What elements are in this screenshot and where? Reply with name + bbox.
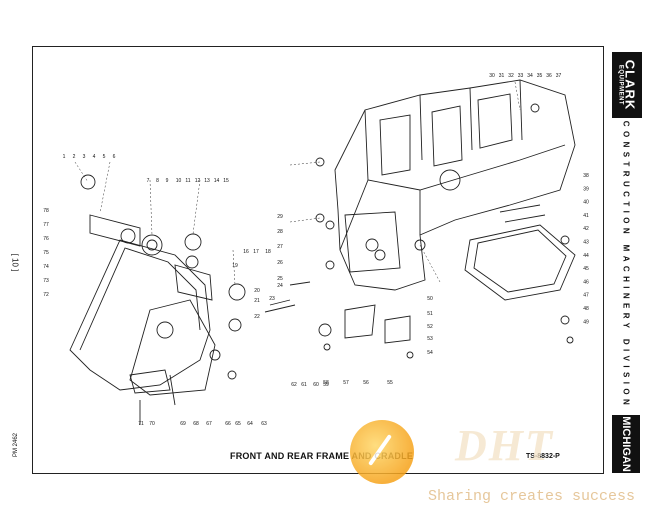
callout-11: 11: [185, 178, 190, 184]
callout-76: 76: [43, 236, 49, 242]
page-number: [ 10 ]: [10, 253, 20, 272]
figure-title: FRONT AND REAR FRAME AND CRADLE: [230, 451, 414, 461]
callout-68: 68: [193, 421, 199, 427]
cradle-plate: [464, 224, 576, 301]
callout-42: 42: [583, 226, 589, 232]
callout-48: 48: [583, 306, 589, 312]
callout-19: 19: [232, 263, 238, 269]
callout-36: 36: [546, 73, 552, 79]
callout-58: 58: [323, 380, 329, 386]
rear-frame-body: [334, 79, 576, 291]
callout-29: 29: [277, 214, 283, 220]
callout-41: 41: [583, 213, 589, 219]
callout-20: 20: [254, 288, 260, 294]
callout-56: 56: [363, 380, 369, 386]
front-frame-arm: [69, 239, 211, 391]
callout-17: 17: [253, 249, 259, 255]
callout-30: 30: [489, 73, 495, 79]
callout-40: 40: [583, 200, 589, 206]
callout-66: 66: [225, 421, 231, 427]
callout-5: 5: [103, 154, 106, 160]
callout-10: 10: [176, 178, 182, 184]
callout-59: 59: [323, 382, 329, 388]
callout-43: 43: [583, 240, 589, 246]
callout-23: 23: [269, 296, 275, 302]
callout-62: 62: [291, 382, 297, 388]
callout-34: 34: [527, 73, 533, 79]
drawing-frame: [32, 46, 604, 474]
watermark-tagline: Sharing creates success: [428, 488, 636, 505]
division-label: CONSTRUCTION MACHINERY DIVISION: [621, 120, 631, 410]
callout-2: 2: [73, 154, 76, 160]
callout-9: 9: [166, 178, 169, 184]
callout-51: 51: [427, 311, 433, 317]
callout-14: 14: [214, 178, 220, 184]
callout-67: 67: [206, 421, 212, 427]
callout-15: 15: [223, 178, 229, 184]
callout-46: 46: [583, 279, 589, 285]
callout-26: 26: [277, 260, 283, 266]
callout-8: 8: [156, 178, 159, 184]
callout-64: 64: [247, 421, 253, 427]
callout-6: 6: [113, 154, 116, 160]
callout-47: 47: [583, 293, 589, 299]
callout-77: 77: [43, 222, 49, 228]
callout-61: 61: [301, 382, 307, 388]
callout-21: 21: [254, 298, 260, 304]
callout-3: 3: [83, 154, 86, 160]
callout-55: 55: [387, 380, 393, 386]
callout-74: 74: [43, 264, 49, 270]
callout-39: 39: [583, 186, 589, 192]
callout-37: 37: [556, 73, 562, 79]
callout-12: 12: [195, 178, 201, 184]
callout-24: 24: [277, 283, 283, 289]
michigan-badge: MICHIGAN: [612, 415, 640, 473]
callout-4: 4: [93, 154, 96, 160]
callout-1: 1: [63, 154, 66, 160]
callout-31: 31: [499, 73, 505, 79]
callout-63: 63: [261, 421, 267, 427]
callout-70: 70: [149, 421, 155, 427]
form-number: PM 2462: [13, 432, 20, 458]
watermark-coin-icon: [350, 420, 414, 484]
callout-16: 16: [243, 249, 249, 255]
front-frame-cradle-plate: [129, 299, 216, 396]
callout-71: 71: [138, 421, 144, 427]
callout-22: 22: [254, 314, 260, 320]
callout-35: 35: [537, 73, 543, 79]
callout-52: 52: [427, 324, 433, 330]
callout-57: 57: [343, 380, 349, 386]
callout-18: 18: [265, 249, 271, 255]
callout-50: 50: [427, 296, 433, 302]
callout-54: 54: [427, 350, 433, 356]
figure-code: TS-8832-P: [526, 453, 560, 460]
callout-32: 32: [508, 73, 514, 79]
callout-44: 44: [583, 253, 589, 259]
callout-27: 27: [277, 244, 283, 250]
callout-73: 73: [43, 278, 49, 284]
callout-45: 45: [583, 266, 589, 272]
callout-38: 38: [583, 173, 589, 179]
callout-65: 65: [235, 421, 241, 427]
callout-49: 49: [583, 319, 589, 325]
watermark-logo: DHT: [455, 421, 554, 470]
callout-25: 25: [277, 276, 283, 282]
callout-69: 69: [180, 421, 186, 427]
callout-78: 78: [43, 208, 49, 214]
callout-53: 53: [427, 336, 433, 342]
callout-60: 60: [313, 382, 319, 388]
callout-75: 75: [43, 250, 49, 256]
callout-13: 13: [204, 178, 210, 184]
callout-7: 7: [147, 178, 150, 184]
callout-33: 33: [518, 73, 524, 79]
callout-28: 28: [277, 229, 283, 235]
callout-72: 72: [43, 292, 49, 298]
